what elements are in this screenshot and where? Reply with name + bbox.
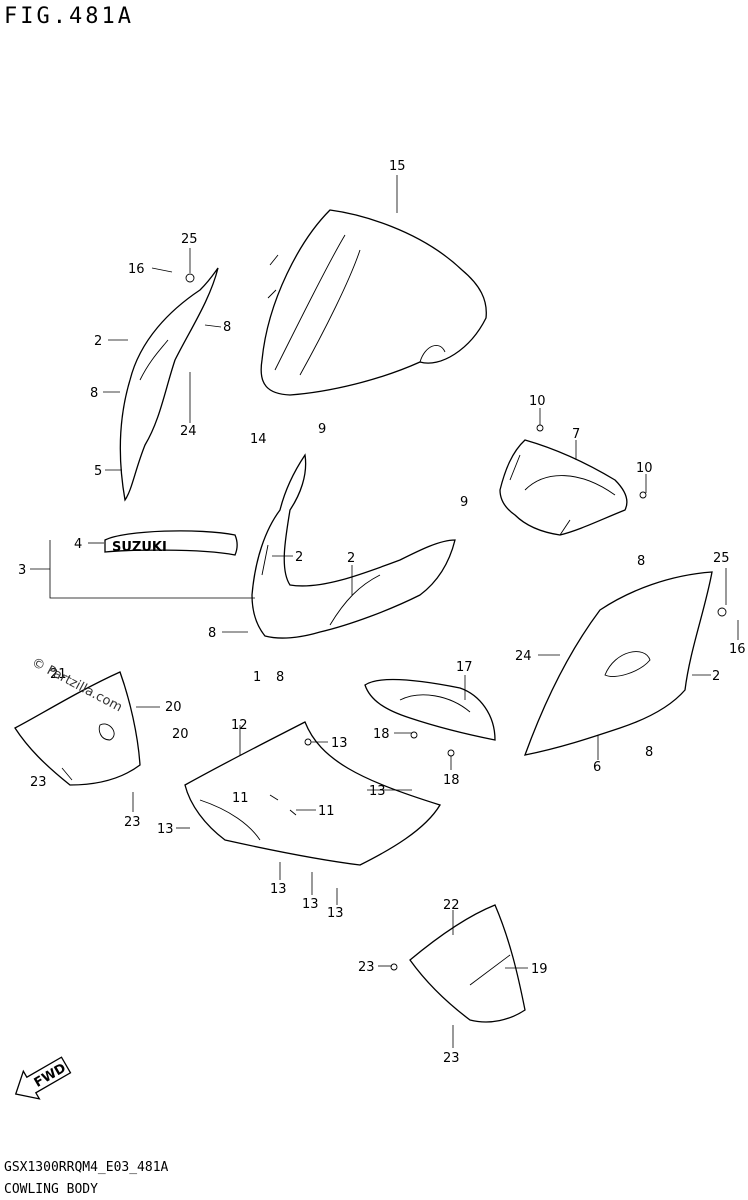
callout-13: 13 (302, 897, 319, 912)
figure-title: FIG.481A (4, 4, 134, 29)
callout-9: 9 (318, 422, 326, 437)
callout-7: 7 (572, 427, 580, 442)
callout-19: 19 (531, 962, 548, 977)
callout-3: 3 (18, 563, 26, 578)
callout-13: 13 (327, 906, 344, 921)
callout-8: 8 (637, 554, 645, 569)
callout-21: 21 (50, 667, 67, 682)
part-upper-bracket (499, 439, 628, 536)
callout-2: 2 (295, 550, 303, 565)
callout-8: 8 (223, 320, 231, 335)
callout-1: 1 (253, 670, 261, 685)
callout-10: 10 (636, 461, 653, 476)
callout-2: 2 (712, 669, 720, 684)
callout-11: 11 (232, 791, 249, 806)
emblem-text: SUZUKI (112, 540, 167, 555)
callout-8: 8 (276, 670, 284, 685)
callout-16: 16 (729, 642, 746, 657)
part-windscreen (260, 209, 487, 396)
callout-11: 11 (318, 804, 335, 819)
callout-8: 8 (208, 626, 216, 641)
callout-23: 23 (30, 775, 47, 790)
callout-14: 14 (250, 432, 267, 447)
callout-23: 23 (443, 1051, 460, 1066)
part-duct (364, 678, 496, 741)
callout-8: 8 (645, 745, 653, 760)
callout-24: 24 (180, 424, 197, 439)
callout-13: 13 (331, 736, 348, 751)
callout-4: 4 (74, 537, 82, 552)
callout-13: 13 (157, 822, 174, 837)
callout-20: 20 (165, 700, 182, 715)
callout-10: 10 (529, 394, 546, 409)
callout-6: 6 (593, 760, 601, 775)
callout-24: 24 (515, 649, 532, 664)
leader-lines (30, 175, 739, 1048)
callout-2: 2 (94, 334, 102, 349)
callout-25: 25 (181, 232, 198, 247)
callout-9: 9 (460, 495, 468, 510)
callout-2: 2 (347, 551, 355, 566)
callout-12: 12 (231, 718, 248, 733)
callout-15: 15 (389, 159, 406, 174)
part-under-cowling (184, 721, 441, 866)
callout-20: 20 (172, 727, 189, 742)
footer-subtitle: COWLING BODY (4, 1182, 98, 1197)
callout-18: 18 (373, 727, 390, 742)
fwd-arrow-icon: FWD (14, 1056, 72, 1100)
callout-labels: 15 25 16 2 8 8 24 14 5 9 10 7 10 9 4 3 2… (18, 159, 746, 1066)
callout-17: 17 (456, 660, 473, 675)
bracket-3-outline (49, 540, 255, 599)
part-lower-panel-left (14, 671, 141, 786)
callout-8: 8 (90, 386, 98, 401)
callout-25: 25 (713, 551, 730, 566)
callout-23: 23 (124, 815, 141, 830)
part-side-cowling-right (523, 571, 713, 756)
callout-13: 13 (270, 882, 287, 897)
callout-13: 13 (369, 784, 386, 799)
callout-5: 5 (94, 464, 102, 479)
callout-22: 22 (443, 898, 460, 913)
footer-code: GSX1300RRQM4_E03_481A (4, 1160, 169, 1175)
part-emblem: SUZUKI (104, 530, 238, 556)
callout-16: 16 (128, 262, 145, 277)
fasteners (185, 273, 727, 971)
part-inner-panel-left (119, 267, 219, 502)
callout-23: 23 (358, 960, 375, 975)
part-front-cowling (251, 453, 456, 639)
part-lower-panel-right (409, 904, 526, 1023)
callout-18: 18 (443, 773, 460, 788)
